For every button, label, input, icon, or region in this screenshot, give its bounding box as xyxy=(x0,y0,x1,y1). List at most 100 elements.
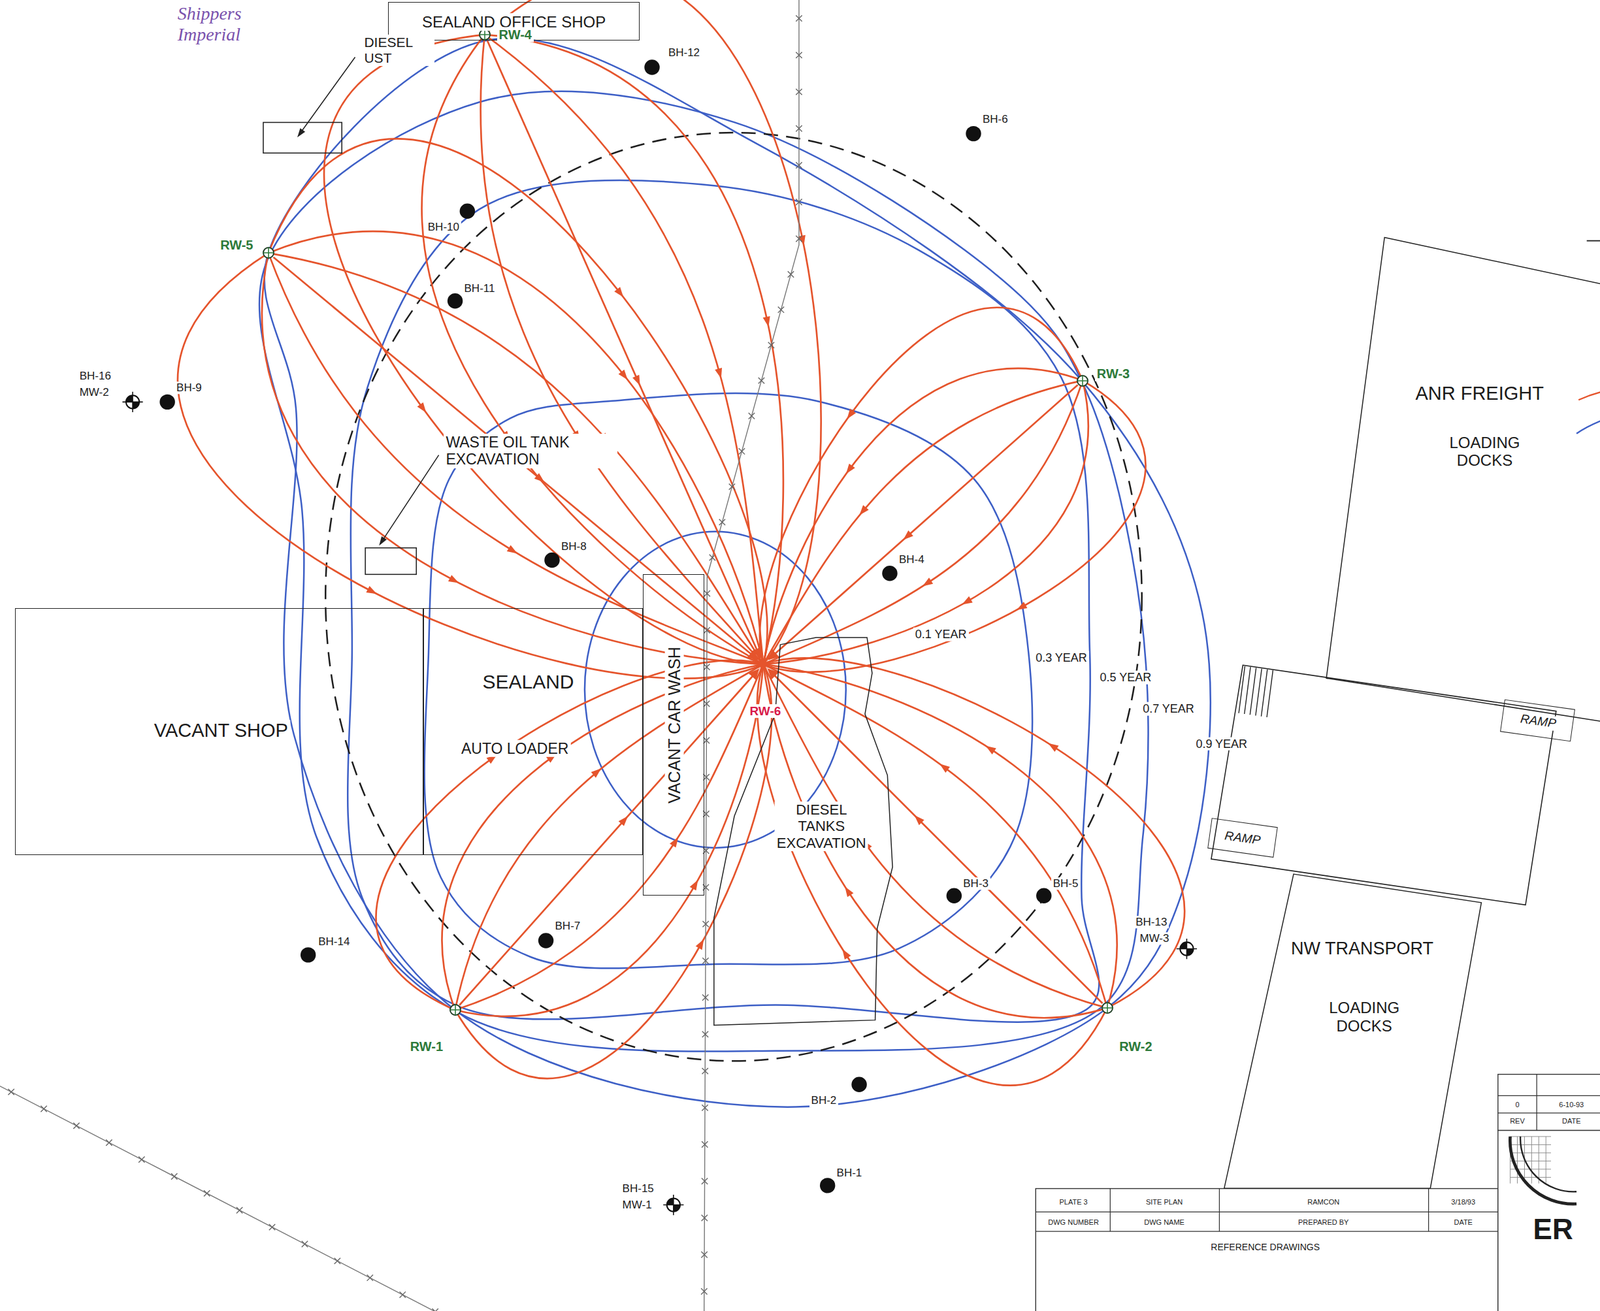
title-block-cell: 3/18/93 xyxy=(1449,1198,1478,1207)
borehole-dot xyxy=(819,1177,835,1193)
flow-arrowhead xyxy=(985,746,997,755)
logo-arc xyxy=(1520,1136,1577,1192)
well-symbol xyxy=(448,1003,462,1017)
fence-mark xyxy=(795,15,802,21)
fence-mark xyxy=(431,1308,438,1311)
flow-streamline xyxy=(268,252,764,664)
monitoring-well-label: MW-3 xyxy=(1137,932,1171,946)
connector-group xyxy=(273,40,1103,1006)
fence-mark xyxy=(795,235,802,242)
borehole-label: BH-4 xyxy=(897,554,927,568)
flow-streamline xyxy=(763,664,1117,1009)
well-symbol xyxy=(756,657,770,671)
revision-block xyxy=(1498,1074,1600,1131)
flow-streamline xyxy=(759,307,1083,665)
fence-mark xyxy=(702,1068,709,1075)
flow-streamline xyxy=(484,34,764,665)
fence-mark xyxy=(703,663,710,670)
flow-streamline xyxy=(763,380,1083,665)
logo-grid xyxy=(1510,1136,1552,1184)
leader-arrowhead xyxy=(297,128,306,138)
well-label: RW-1 xyxy=(408,1039,445,1055)
flow-streamline xyxy=(261,252,764,664)
flow-streamline xyxy=(484,34,784,665)
fence-mark xyxy=(701,1288,707,1295)
tank-outline xyxy=(365,548,417,575)
well-symbol xyxy=(450,1004,461,1016)
borehole-label: BH-3 xyxy=(961,877,991,891)
flow-line xyxy=(768,384,1078,660)
fence-mark xyxy=(269,1224,276,1231)
flow-arrowhead xyxy=(844,886,854,898)
fence-mark xyxy=(702,921,709,928)
flow-arrowhead xyxy=(669,836,679,848)
building-box: SEALANDAUTO LOADER xyxy=(423,608,643,856)
borehole-label: BH-14 xyxy=(316,935,352,949)
fence-mark xyxy=(768,342,775,349)
revision-cell: 0 xyxy=(1513,1100,1521,1110)
borehole-dot xyxy=(881,565,898,581)
borehole-dot xyxy=(538,932,554,948)
fence-mark xyxy=(105,1140,112,1146)
fence-mark xyxy=(73,1123,80,1129)
stair-hatch xyxy=(1255,669,1262,717)
title-block-cell: REFERENCE DRAWINGS xyxy=(1208,1241,1322,1253)
flow-arrowhead xyxy=(939,763,950,773)
flow-arrowhead xyxy=(842,949,851,960)
logo-grid xyxy=(1510,1136,1552,1184)
flow-arrowhead xyxy=(961,596,973,605)
fence-mark xyxy=(795,162,802,168)
flow-arrowhead xyxy=(365,586,377,594)
ramp-box: RAMP xyxy=(1500,699,1576,742)
borehole-dot xyxy=(1036,888,1052,904)
building-outline: NW TRANSPORT LOADING DOCKS xyxy=(1219,872,1485,1189)
revision-cell: REV xyxy=(1507,1117,1527,1126)
flow-arrowhead xyxy=(714,367,722,379)
title-block-cell: DWG NAME xyxy=(1142,1218,1187,1227)
fence-mark xyxy=(703,737,710,744)
well-symbol xyxy=(479,29,490,40)
fence-mark xyxy=(787,271,794,278)
logo-text: ER xyxy=(1531,1213,1576,1247)
flow-streamline xyxy=(268,231,764,665)
flow-arrowhead xyxy=(859,505,869,516)
recovery-well: RW-1 xyxy=(448,1003,462,1017)
title-block-cell: PLATE 3 xyxy=(1057,1198,1090,1207)
borehole-label: BH-1 xyxy=(834,1166,865,1180)
fence-mark xyxy=(334,1258,341,1265)
building-box: VACANT SHOP xyxy=(15,608,424,856)
logo-arc xyxy=(1509,1136,1577,1205)
outline-shape xyxy=(714,637,893,1026)
fence-mark xyxy=(795,52,802,59)
stair-hatch xyxy=(1238,666,1245,714)
monitoring-well-symbol xyxy=(663,1194,684,1216)
building-label: NW TRANSPORT xyxy=(1289,938,1436,960)
flow-streamline xyxy=(763,380,1089,665)
building-label: LOADING DOCKS xyxy=(1326,999,1402,1036)
well-symbol xyxy=(756,657,770,671)
well-symbol xyxy=(450,1004,461,1016)
flow-streamline xyxy=(763,380,1083,665)
flow-arrowhead xyxy=(763,316,771,327)
stair-hatch xyxy=(1266,670,1273,718)
logo-box xyxy=(1498,1130,1600,1311)
building-label: RAMP xyxy=(1221,828,1263,849)
borehole-label: BH-2 xyxy=(809,1094,839,1108)
borehole-label: BH-6 xyxy=(980,113,1011,127)
contour-label: 0.1 YEAR xyxy=(913,627,969,642)
recovery-well: RW-5 xyxy=(261,246,276,260)
travel-time-contour xyxy=(259,91,1149,1052)
well-symbol xyxy=(263,247,274,259)
borehole-dot xyxy=(300,947,316,963)
borehole-dot xyxy=(965,126,981,142)
flow-streamline xyxy=(455,664,773,1079)
contour-label: 0.9 YEAR xyxy=(1193,736,1250,751)
logo-grid xyxy=(1510,1136,1552,1184)
leader-line xyxy=(383,455,439,539)
fence-mark xyxy=(704,590,711,597)
fence-mark xyxy=(758,377,765,384)
flow-streamline xyxy=(763,664,1107,1009)
flow-arrowhead xyxy=(1047,743,1059,752)
logo-grid xyxy=(1510,1136,1552,1184)
